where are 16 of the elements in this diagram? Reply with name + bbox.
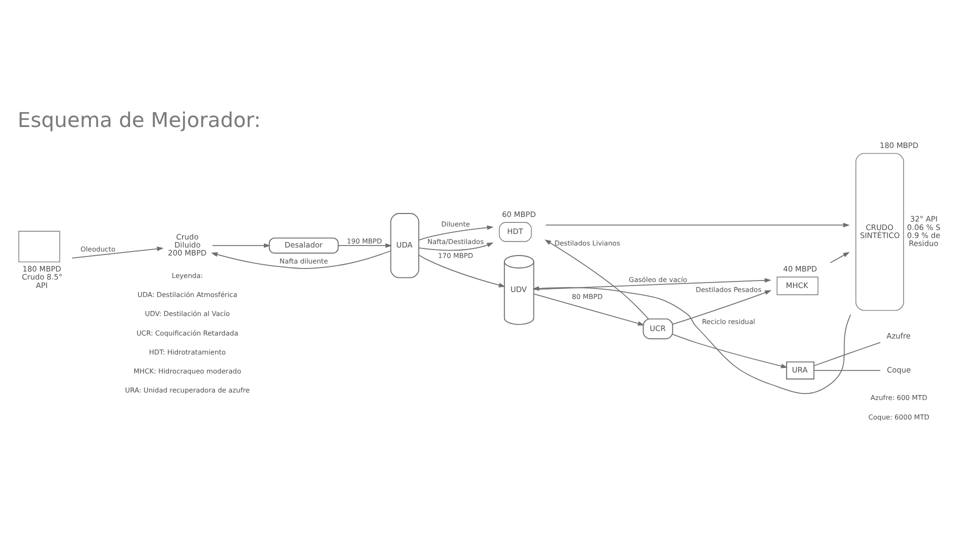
arrow <box>210 250 391 268</box>
arrow <box>212 242 270 248</box>
arrow <box>829 252 850 263</box>
node-box <box>18 230 60 262</box>
arrow <box>418 254 505 287</box>
arrow <box>533 293 644 326</box>
arrow <box>544 239 648 319</box>
arrow <box>672 290 771 324</box>
connector <box>813 342 880 366</box>
arrow <box>71 246 164 258</box>
diagram-title: Esquema de Mejorador: <box>17 107 260 132</box>
arrow <box>544 222 850 227</box>
arrow <box>338 242 392 248</box>
arrow <box>418 224 494 240</box>
arrow <box>418 242 493 250</box>
arrow <box>672 333 788 368</box>
